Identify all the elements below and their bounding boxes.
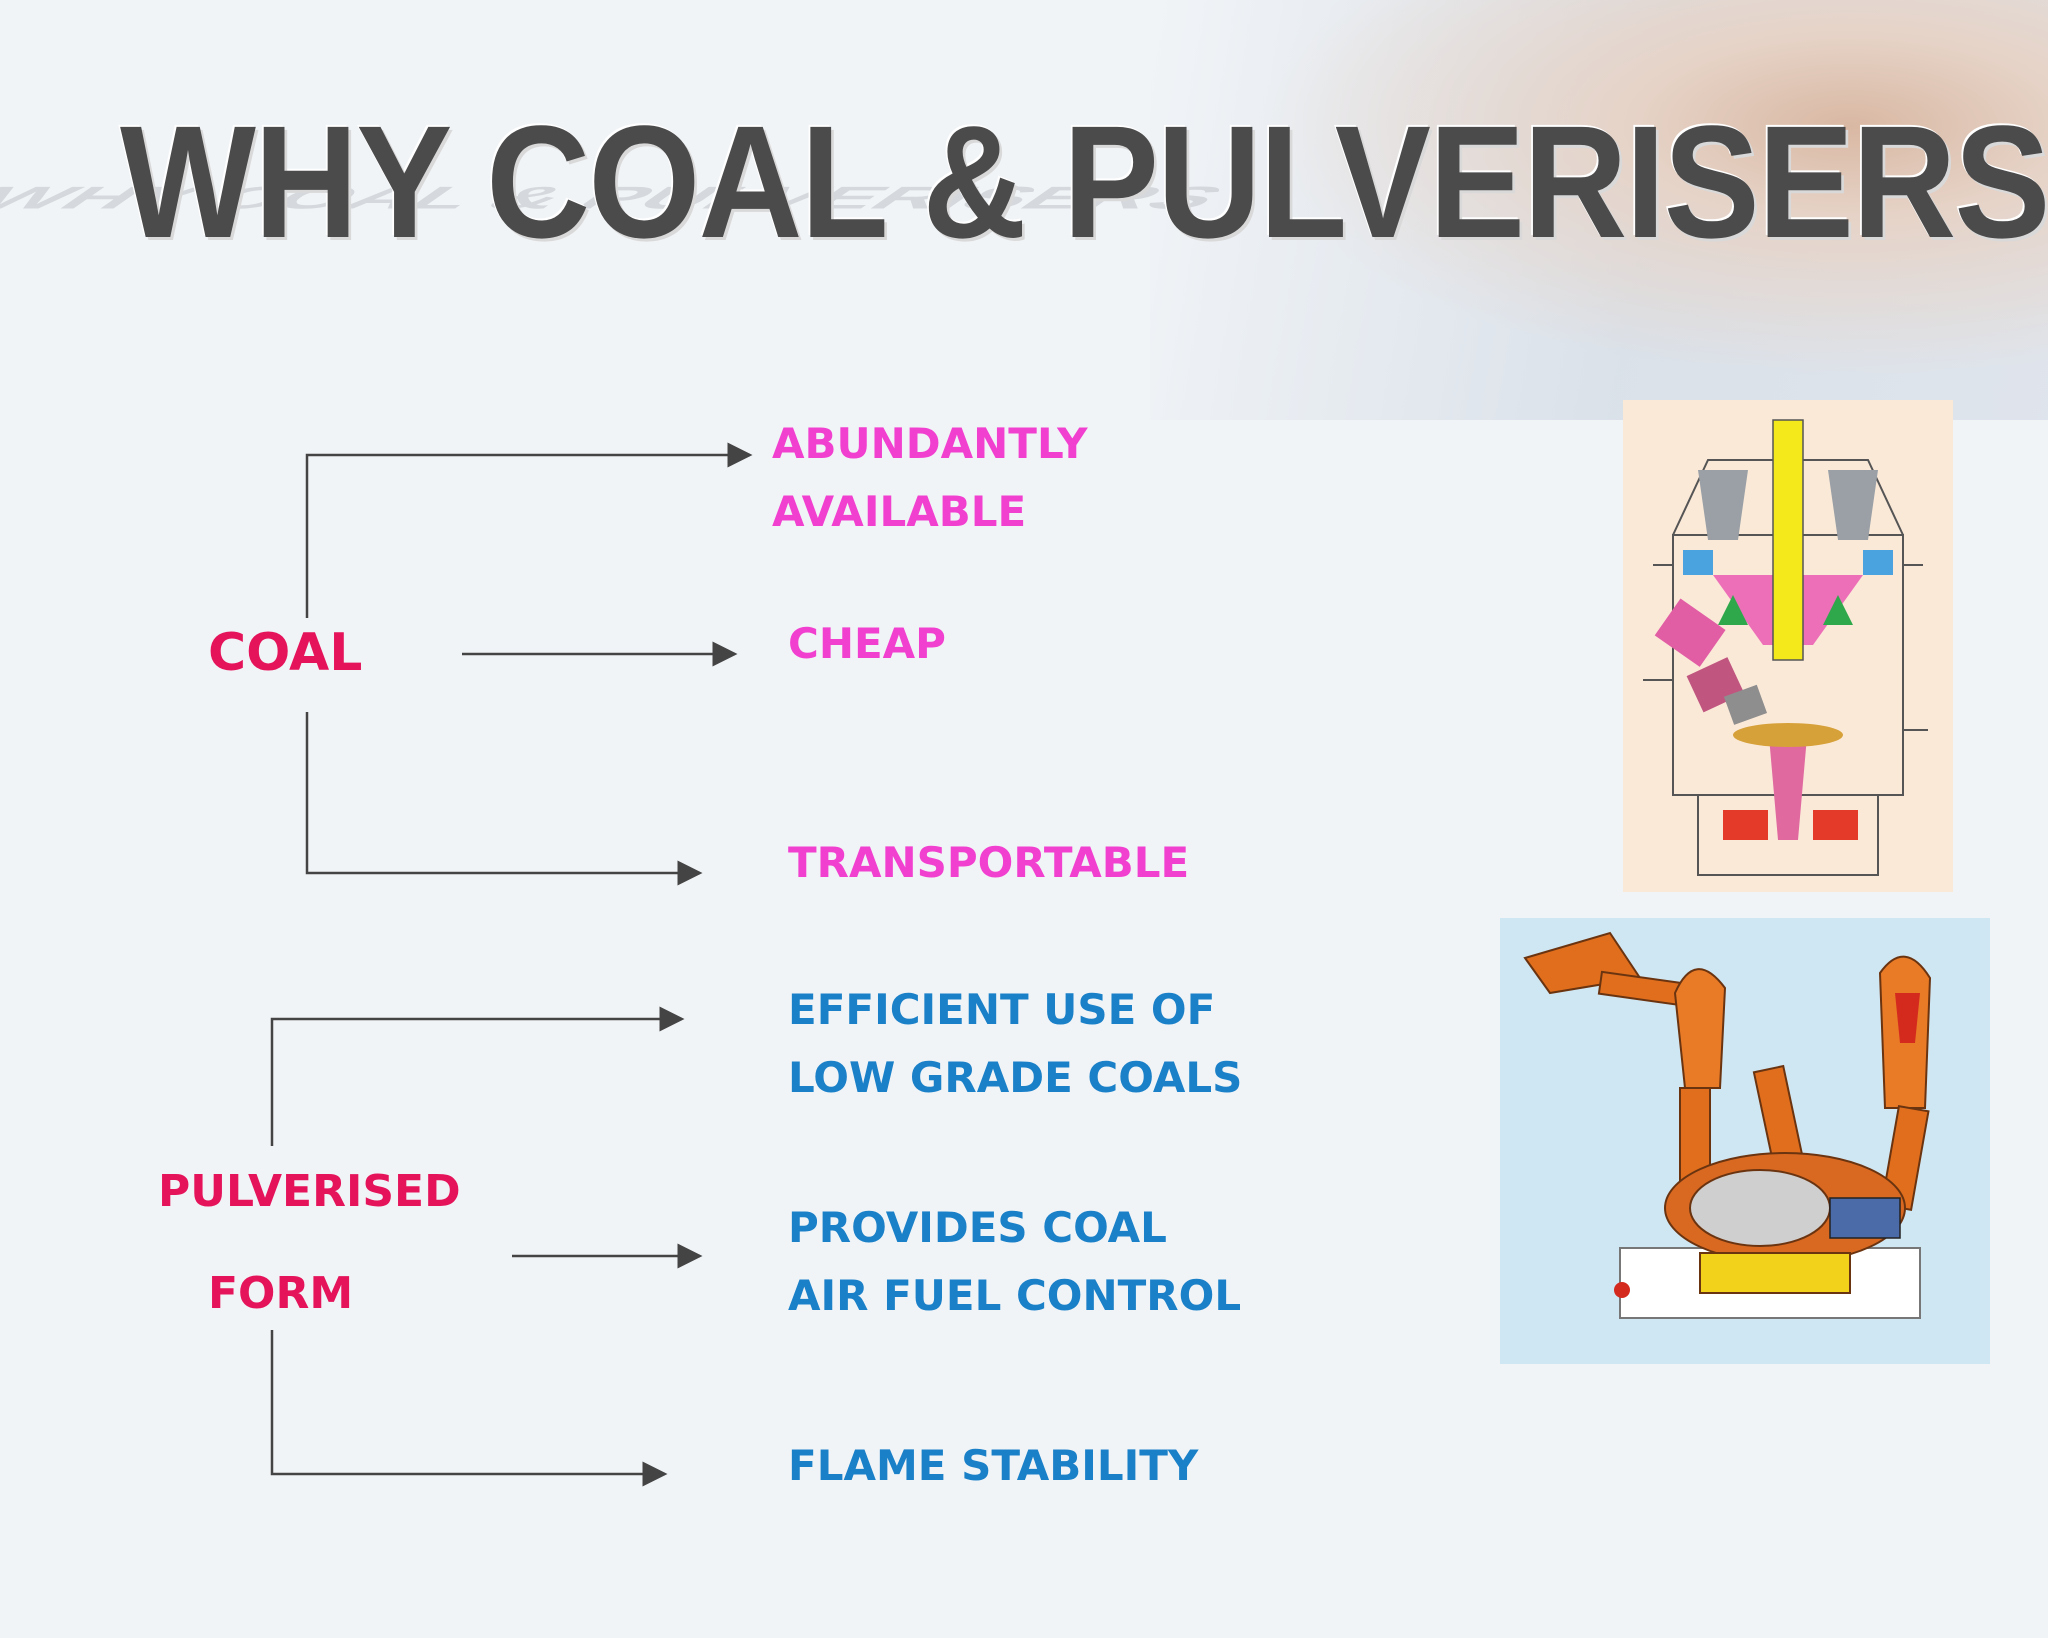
benefit-efficient-use: EFFICIENT USE OF <box>788 985 1216 1034</box>
page-title: WHY COAL & PULVERISERS <box>120 92 2048 271</box>
form-label: FORM <box>208 1268 354 1319</box>
pulverised-top-connector <box>270 1006 685 1146</box>
benefit-flame-stability: FLAME STABILITY <box>788 1441 1199 1490</box>
coal-label: COAL <box>208 623 363 683</box>
benefit-provides-coal: PROVIDES COAL <box>788 1203 1167 1252</box>
benefit-transportable: TRANSPORTABLE <box>788 838 1190 887</box>
firing-system-illustration-image <box>1500 918 1990 1364</box>
coal-top-connector <box>305 442 753 618</box>
benefit-cheap: CHEAP <box>788 619 946 668</box>
coal-bottom-connector <box>305 712 703 886</box>
pulverised-label: PULVERISED <box>158 1166 461 1217</box>
benefit-abundantly: ABUNDANTLY <box>772 419 1088 468</box>
hand-with-pen-photo <box>1150 0 2048 420</box>
pulveriser-cross-section-image <box>1623 400 1953 892</box>
pulverised-bottom-connector <box>270 1330 668 1487</box>
benefit-available: AVAILABLE <box>772 487 1027 536</box>
benefit-low-grade-coals: LOW GRADE COALS <box>788 1053 1243 1102</box>
benefit-air-fuel-control: AIR FUEL CONTROL <box>788 1271 1242 1320</box>
